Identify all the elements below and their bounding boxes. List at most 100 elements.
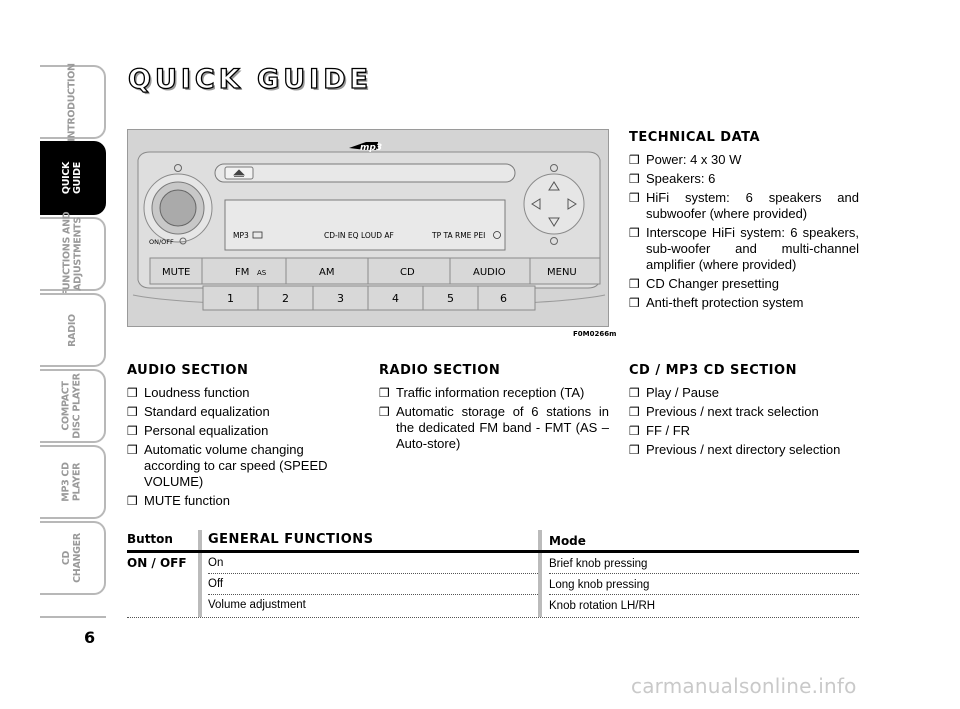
tab-label: CD CHANGER xyxy=(60,533,83,583)
row-rule xyxy=(208,594,538,595)
radio-display xyxy=(224,199,506,251)
figure-code: F0M0266m xyxy=(573,330,617,338)
list-item: FF / FR xyxy=(629,423,859,439)
preset-6-button[interactable]: 6 xyxy=(500,292,507,305)
table-bottom-rule xyxy=(127,617,859,618)
nav-down-icon[interactable] xyxy=(548,217,560,227)
tab-quick-guide[interactable]: QUICK GUIDE xyxy=(40,141,106,215)
tab-label: FUNCTIONS AND ADJUSTMENTS xyxy=(61,211,84,297)
cd-mp3-section: CD / MP3 CD SECTION Play / Pause Previou… xyxy=(629,363,859,461)
cd-slot xyxy=(214,163,516,183)
eject-icon xyxy=(233,169,245,177)
navigation-pad[interactable] xyxy=(523,173,585,235)
fm-as-label: AS xyxy=(257,269,267,277)
audio-section: AUDIO SECTION Loudness function Standard… xyxy=(127,363,362,512)
radio-illustration: mp3 ON/OFF MP3 CD-IN EQ LOUD AF TP TA RM… xyxy=(127,129,609,327)
table-cell-mode: Brief knob pressing xyxy=(549,558,648,570)
watermark: carmanualsonline.info xyxy=(631,674,857,698)
display-flags-right: TP TA RME PEI xyxy=(431,231,485,240)
nav-left-icon[interactable] xyxy=(531,198,541,210)
preset-1-button[interactable]: 1 xyxy=(227,292,234,305)
tab-label: RADIO xyxy=(66,313,78,347)
indicator-led-right xyxy=(550,164,558,172)
tab-cd-changer[interactable]: CD CHANGER xyxy=(40,521,106,595)
preset-2-button[interactable]: 2 xyxy=(282,292,289,305)
mp3-logo-icon: mp3 xyxy=(349,142,382,153)
side-divider xyxy=(40,616,106,618)
on-off-label: ON/OFF xyxy=(149,238,174,246)
row-rule xyxy=(549,573,859,574)
tab-radio[interactable]: RADIO xyxy=(40,293,106,367)
am-button[interactable]: AM xyxy=(319,267,334,278)
list-item: Standard equalization xyxy=(127,404,362,420)
tab-label: MP3 CD PLAYER xyxy=(61,462,83,502)
tab-introduction[interactable]: INTRODUCTION xyxy=(40,62,106,142)
radio-section-heading: RADIO SECTION xyxy=(379,363,501,378)
tab-mp3-cd-player[interactable]: MP3 CD PLAYER xyxy=(40,445,106,519)
fm-button[interactable]: FM xyxy=(235,267,249,278)
nav-right-icon[interactable] xyxy=(567,198,577,210)
display-mp3: MP3 xyxy=(233,231,249,240)
radio-section-list: Traffic information reception (TA) Autom… xyxy=(379,385,609,452)
list-item: Traffic information reception (TA) xyxy=(379,385,609,401)
page-number: 6 xyxy=(84,628,96,647)
page-title: QUICK GUIDE xyxy=(127,63,373,95)
table-cell-function: Volume adjustment xyxy=(208,599,306,611)
tab-label: INTRODUCTION xyxy=(66,62,78,142)
function-buttons: MUTE FM AS AM CD AUDIO MENU xyxy=(149,257,601,285)
radio-section: RADIO SECTION Traffic information recept… xyxy=(379,363,609,455)
menu-button[interactable]: MENU xyxy=(547,267,577,278)
tab-functions-and-adjustments[interactable]: FUNCTIONS AND ADJUSTMENTS xyxy=(40,212,106,296)
tab-label: COMPACT DISC PLAYER xyxy=(61,373,84,439)
folder-icon xyxy=(252,231,263,239)
indicator-led-right-low xyxy=(550,237,558,245)
table-cell-mode: Long knob pressing xyxy=(549,579,650,591)
list-item: HiFi system: 6 speakers and subwoofer (w… xyxy=(629,190,859,222)
technical-data-list: Power: 4 x 30 W Speakers: 6 HiFi system:… xyxy=(629,152,859,311)
general-functions-heading: GENERAL FUNCTIONS xyxy=(208,532,374,547)
cd-indicator-icon xyxy=(493,231,501,239)
cd-mp3-section-list: Play / Pause Previous / next track selec… xyxy=(629,385,859,458)
technical-data-section: TECHNICAL DATA Power: 4 x 30 W Speakers:… xyxy=(629,130,859,314)
row-rule xyxy=(208,573,538,574)
mode-column-header: Mode xyxy=(549,534,586,548)
mp3-logo-text: mp3 xyxy=(360,143,382,153)
list-item: Power: 4 x 30 W xyxy=(629,152,859,168)
preset-buttons: 1 2 3 4 5 6 xyxy=(202,285,536,311)
cd-mp3-section-heading: CD / MP3 CD SECTION xyxy=(629,363,797,378)
indicator-led xyxy=(174,164,182,172)
list-item: Play / Pause xyxy=(629,385,859,401)
nav-up-icon[interactable] xyxy=(548,181,560,191)
volume-knob[interactable] xyxy=(143,173,213,243)
display-flags-mid: CD-IN EQ LOUD AF xyxy=(324,231,394,240)
tab-label: QUICK GUIDE xyxy=(60,161,83,195)
list-item: Loudness function xyxy=(127,385,362,401)
on-off-led xyxy=(179,237,187,245)
list-item: Speakers: 6 xyxy=(629,171,859,187)
preset-3-button[interactable]: 3 xyxy=(337,292,344,305)
table-header-rule xyxy=(127,550,859,553)
list-item: Previous / next directory selection xyxy=(629,442,859,458)
row-rule xyxy=(549,594,859,595)
table-cell-function: Off xyxy=(208,578,224,590)
audio-section-list: Loudness function Standard equalization … xyxy=(127,385,362,509)
list-item: Automatic storage of 6 stations in the d… xyxy=(379,404,609,452)
list-item: MUTE function xyxy=(127,493,362,509)
list-item: Interscope HiFi system: 6 speakers, sub-… xyxy=(629,225,859,273)
audio-button[interactable]: AUDIO xyxy=(473,267,506,278)
table-cell-function: On xyxy=(208,557,224,569)
cd-button[interactable]: CD xyxy=(400,267,415,278)
preset-4-button[interactable]: 4 xyxy=(392,292,399,305)
table-cell-mode: Knob rotation LH/RH xyxy=(549,600,656,612)
mute-button[interactable]: MUTE xyxy=(162,267,190,278)
audio-section-heading: AUDIO SECTION xyxy=(127,363,249,378)
on-off-button-name: ON / OFF xyxy=(127,556,187,570)
list-item: Automatic volume changing according to c… xyxy=(127,442,362,490)
list-item: CD Changer presetting xyxy=(629,276,859,292)
table-column-divider xyxy=(198,530,202,617)
preset-5-button[interactable]: 5 xyxy=(447,292,454,305)
button-column-header: Button xyxy=(127,532,173,546)
tab-compact-disc-player[interactable]: COMPACT DISC PLAYER xyxy=(40,369,106,443)
table-column-divider xyxy=(538,530,542,617)
technical-data-heading: TECHNICAL DATA xyxy=(629,130,761,145)
